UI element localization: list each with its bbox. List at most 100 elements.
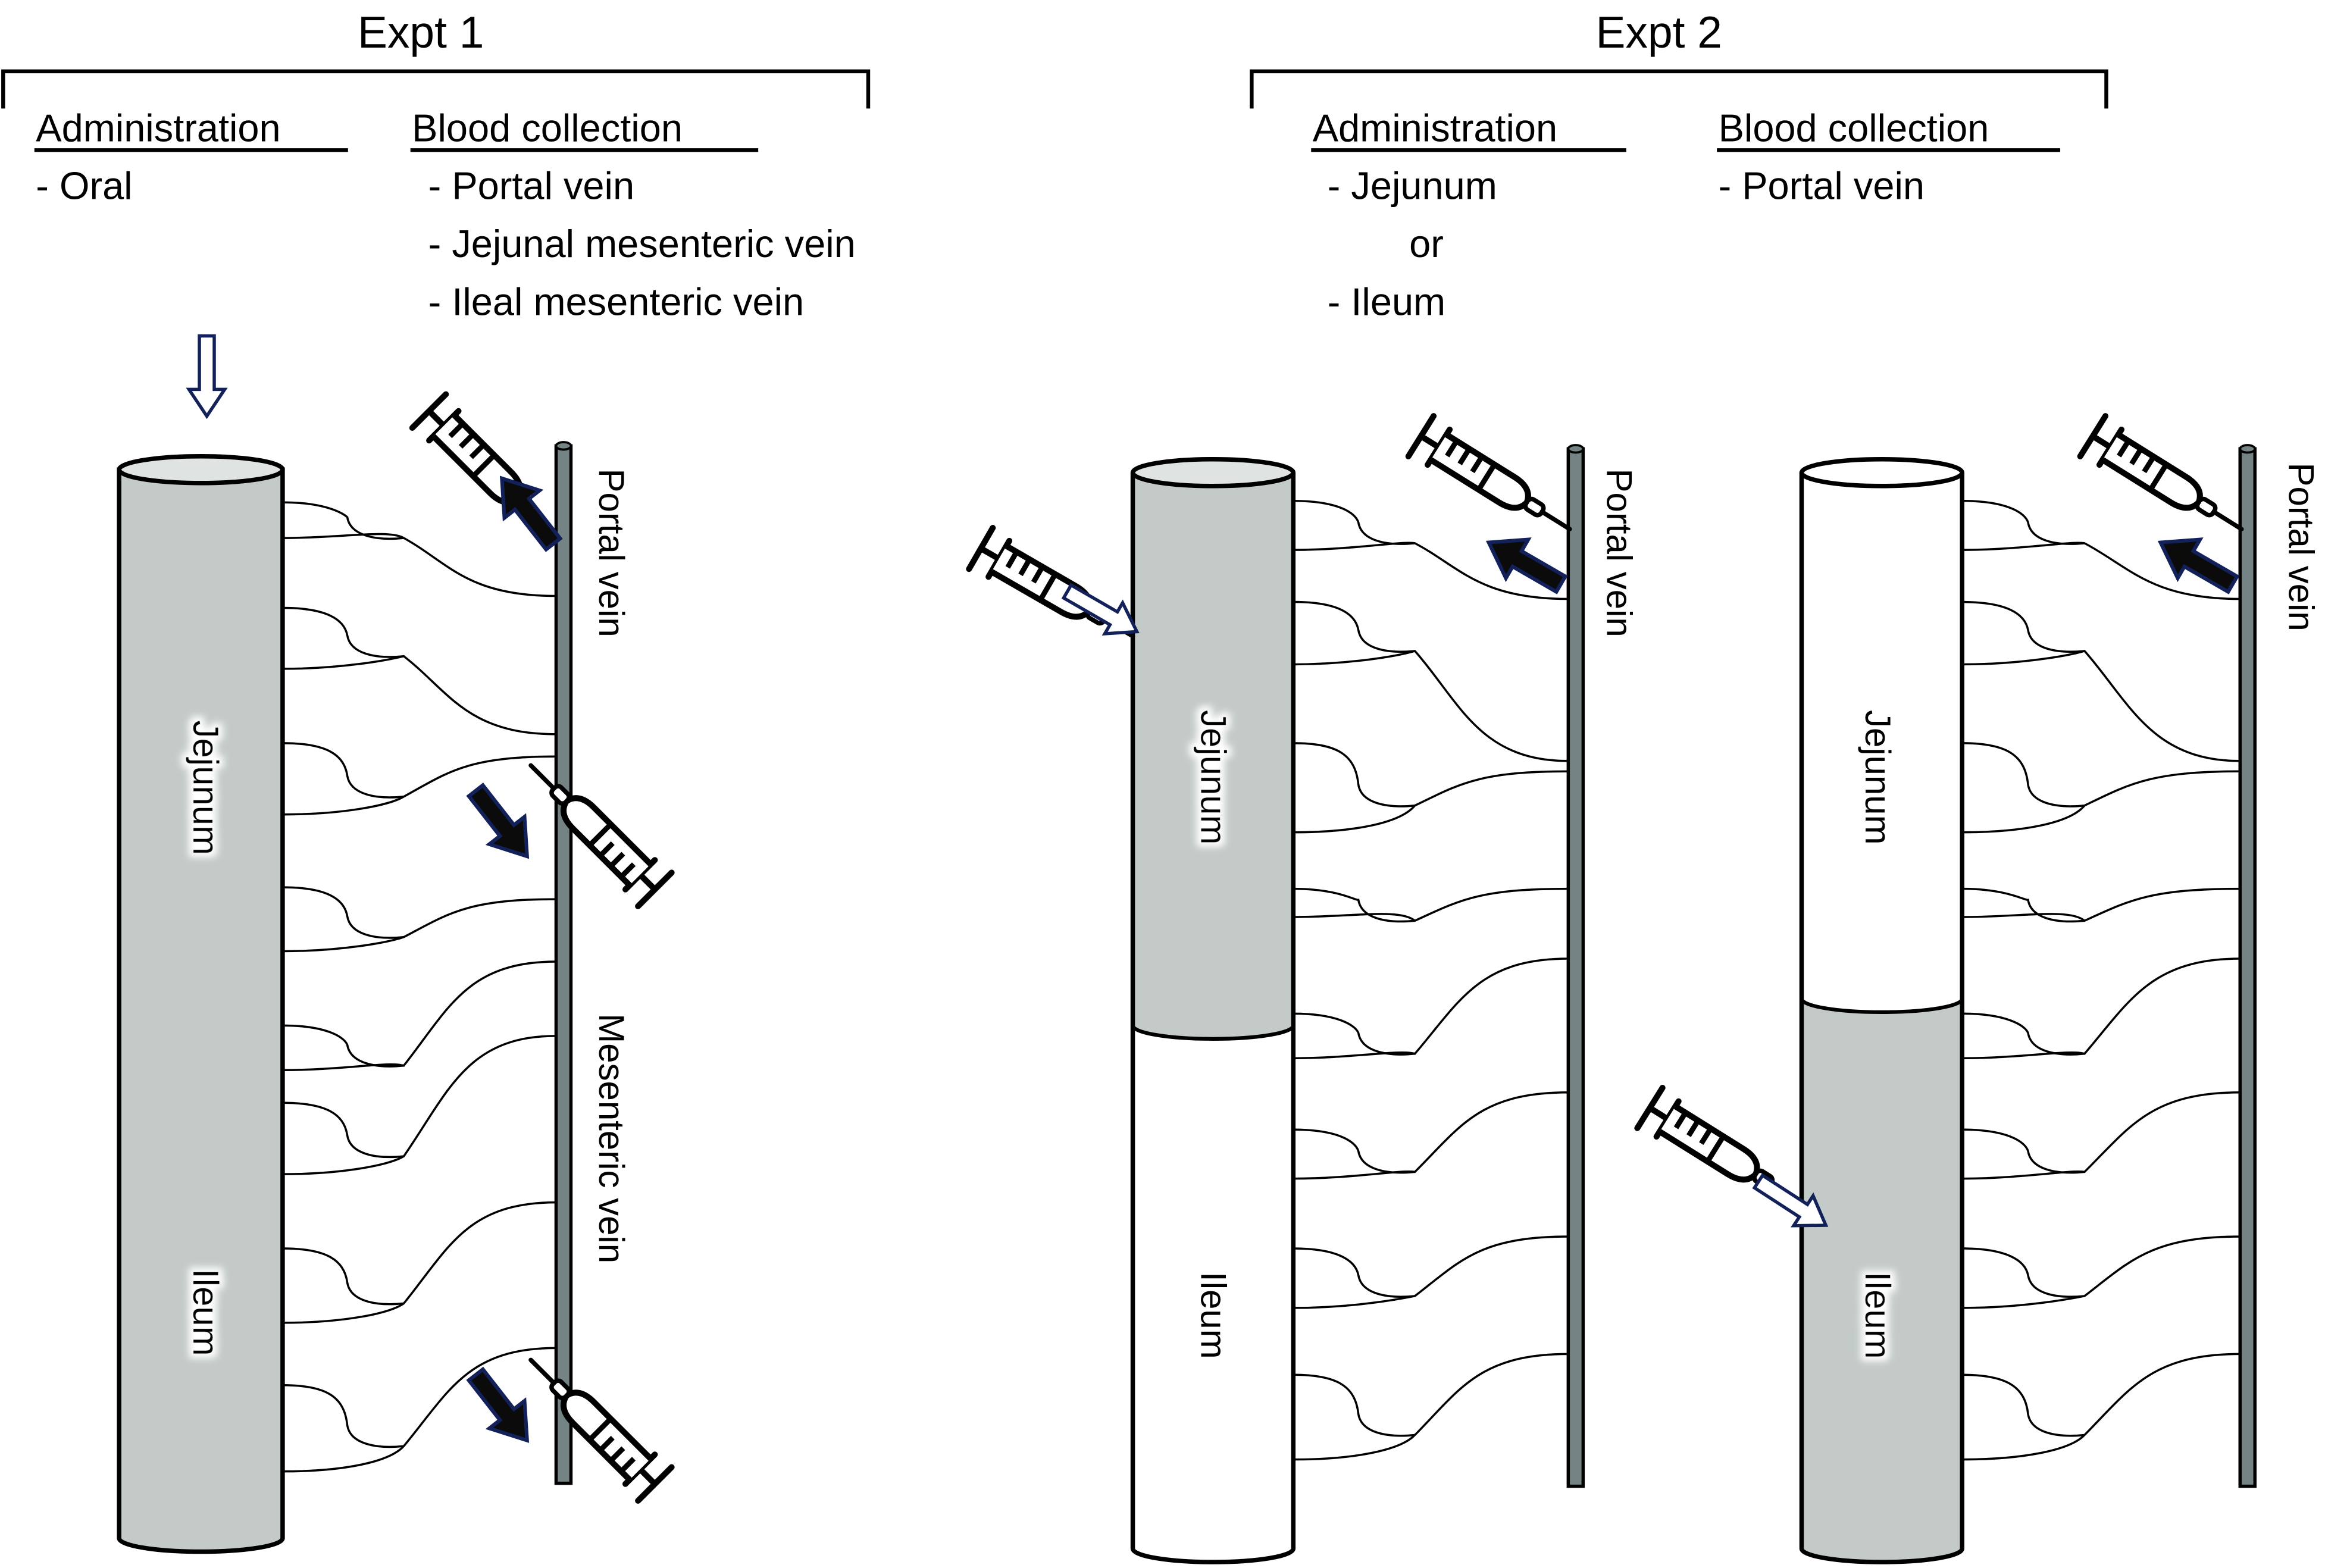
mesenteric-branch bbox=[1962, 1247, 2085, 1298]
expt2-administration-item: or bbox=[1409, 222, 1444, 265]
blood-flow-arrow-icon bbox=[458, 1361, 545, 1454]
syringe-icon bbox=[514, 1343, 672, 1501]
mesenteric-branch bbox=[282, 1247, 404, 1306]
mesenteric-branch bbox=[282, 898, 556, 953]
expt2-administration-item: - Ileum bbox=[1328, 280, 1445, 323]
mesenteric-branch bbox=[1293, 649, 1569, 762]
expt2-panel2-ileum-label: Ileum bbox=[1858, 1272, 1898, 1359]
oral-dose-arrow-icon bbox=[189, 336, 225, 416]
expt1-blood-collection-item: - Portal vein bbox=[428, 164, 634, 208]
mesenteric-branch bbox=[1293, 1128, 1415, 1174]
mesenteric-branch bbox=[1293, 1235, 1569, 1309]
segment-boundary bbox=[1131, 1025, 1296, 1041]
syringe-icon bbox=[1409, 416, 1582, 549]
syringe-icon bbox=[514, 749, 672, 906]
expt2-ileum-diagram bbox=[1637, 416, 2257, 1564]
mesenteric-branch bbox=[1962, 1353, 2240, 1461]
expt2-panel1-jejunum-label: Jejunum bbox=[1193, 710, 1233, 845]
expt1-header: Expt 1 Administration - Oral Blood colle… bbox=[1, 7, 871, 323]
vein-vessel bbox=[1566, 447, 1585, 1488]
syringe-icon bbox=[969, 528, 1144, 657]
expt2-jejunum-diagram bbox=[969, 416, 1585, 1564]
intestine-opening bbox=[1130, 457, 1296, 489]
mesenteric-branch bbox=[282, 1347, 556, 1473]
expt2-panel2-jejunum-label: Jejunum bbox=[1858, 710, 1898, 845]
mesenteric-branch bbox=[282, 1024, 404, 1068]
expt1-mesenteric-vein-label: Mesenteric vein bbox=[592, 1013, 631, 1263]
intestine-opening bbox=[117, 454, 285, 486]
expt2-panel1-portal-vein-label: Portal vein bbox=[1599, 469, 1639, 637]
expt2-bracket bbox=[1250, 69, 2108, 109]
mesenteric-branch bbox=[1962, 957, 2240, 1060]
expt1-ileum-label: Ileum bbox=[186, 1269, 226, 1356]
expt2-blood-collection-heading: Blood collection bbox=[1719, 106, 1989, 149]
vein-vessel bbox=[2238, 447, 2257, 1488]
mesenteric-branch bbox=[1962, 542, 2240, 600]
segment-boundary bbox=[1800, 998, 1964, 1015]
mesenteric-branch bbox=[282, 1201, 556, 1324]
mesenteric-branch bbox=[282, 1101, 404, 1159]
expt2-panel1-ileum-label: Ileum bbox=[1193, 1272, 1233, 1359]
expt1-administration-item: - Oral bbox=[36, 164, 132, 208]
mesenteric-branch bbox=[1293, 742, 1415, 808]
mesenteric-branch bbox=[282, 886, 404, 939]
expt1-blood-collection-item: - Ileal mesenteric vein bbox=[428, 280, 804, 323]
mesenteric-branch bbox=[1293, 957, 1569, 1060]
mesenteric-branch bbox=[282, 960, 556, 1072]
mesenteric-branch bbox=[1962, 742, 2085, 808]
intestine-body bbox=[117, 467, 285, 1554]
mesenteric-branch bbox=[282, 501, 404, 540]
mesenteric-branch bbox=[1962, 1091, 2240, 1180]
mesenteric-branch bbox=[1293, 770, 1569, 834]
mesenteric-branch bbox=[1293, 887, 1415, 923]
mesenteric-branch bbox=[1293, 1353, 1569, 1461]
expt2-panel2-portal-vein-label: Portal vein bbox=[2282, 463, 2321, 631]
mesenteric-branch bbox=[282, 742, 404, 799]
vein-opening bbox=[555, 441, 572, 451]
blood-flow-arrow-icon bbox=[458, 777, 545, 870]
intestine-outline bbox=[1130, 472, 1296, 1564]
mesenteric-branch bbox=[1293, 1012, 1415, 1056]
expt2-title: Expt 2 bbox=[1596, 7, 1722, 57]
intestine-lower-segment bbox=[1801, 999, 1963, 1563]
mesenteric-branch bbox=[1962, 600, 2085, 653]
expt1-blood-collection-heading: Blood collection bbox=[412, 106, 683, 149]
intestine-outline bbox=[1799, 472, 1964, 1564]
expt1-title: Expt 1 bbox=[358, 7, 484, 57]
intestine-opening bbox=[1799, 457, 1964, 489]
blood-flow-arrow-icon bbox=[1478, 523, 1572, 603]
vein-vessel bbox=[554, 444, 573, 1485]
mesenteric-branch bbox=[1962, 887, 2240, 922]
expt1-blood-collection-item: - Jejunal mesenteric vein bbox=[428, 222, 856, 265]
mesenteric-branch bbox=[282, 655, 556, 736]
blood-flow-arrow-icon bbox=[2149, 523, 2244, 603]
expt1-diagram bbox=[117, 336, 672, 1554]
mesenteric-branch bbox=[1962, 499, 2085, 545]
intestine-lower-segment bbox=[1132, 1025, 1294, 1562]
mesenteric-branch bbox=[1293, 887, 1569, 922]
mesenteric-branch bbox=[282, 533, 556, 597]
expt1-bracket bbox=[1, 69, 871, 109]
expt1-portal-vein-label: Portal vein bbox=[592, 469, 631, 637]
mesenteric-branch bbox=[1962, 1128, 2085, 1174]
mesenteric-branch bbox=[1962, 1012, 2085, 1056]
mesenteric-branch bbox=[282, 1035, 556, 1175]
mesenteric-branch bbox=[1962, 887, 2085, 923]
mesenteric-branch bbox=[282, 606, 404, 658]
expt2-header: Expt 2 Administration - Jejunum or - Ile… bbox=[1250, 7, 2108, 323]
mesenteric-branch bbox=[1293, 600, 1415, 653]
mesenteric-branch bbox=[1293, 1091, 1569, 1180]
vein-opening bbox=[2239, 444, 2257, 454]
expt2-blood-collection-item: - Portal vein bbox=[1719, 164, 1925, 208]
mesenteric-branch bbox=[282, 1384, 404, 1448]
mesenteric-branch bbox=[1293, 1373, 1415, 1437]
mesenteric-branch bbox=[1962, 1373, 2085, 1437]
mesenteric-branch bbox=[282, 755, 556, 816]
expt2-administration-heading: Administration bbox=[1313, 106, 1557, 149]
mesenteric-branch bbox=[1293, 499, 1415, 545]
intestine-upper-segment bbox=[1801, 472, 1963, 1012]
mesenteric-branch bbox=[1962, 1235, 2240, 1309]
intestine-upper-segment bbox=[1132, 472, 1294, 1039]
expt1-jejunum-label: Jejunum bbox=[186, 720, 226, 855]
mesenteric-branch bbox=[1962, 649, 2240, 762]
